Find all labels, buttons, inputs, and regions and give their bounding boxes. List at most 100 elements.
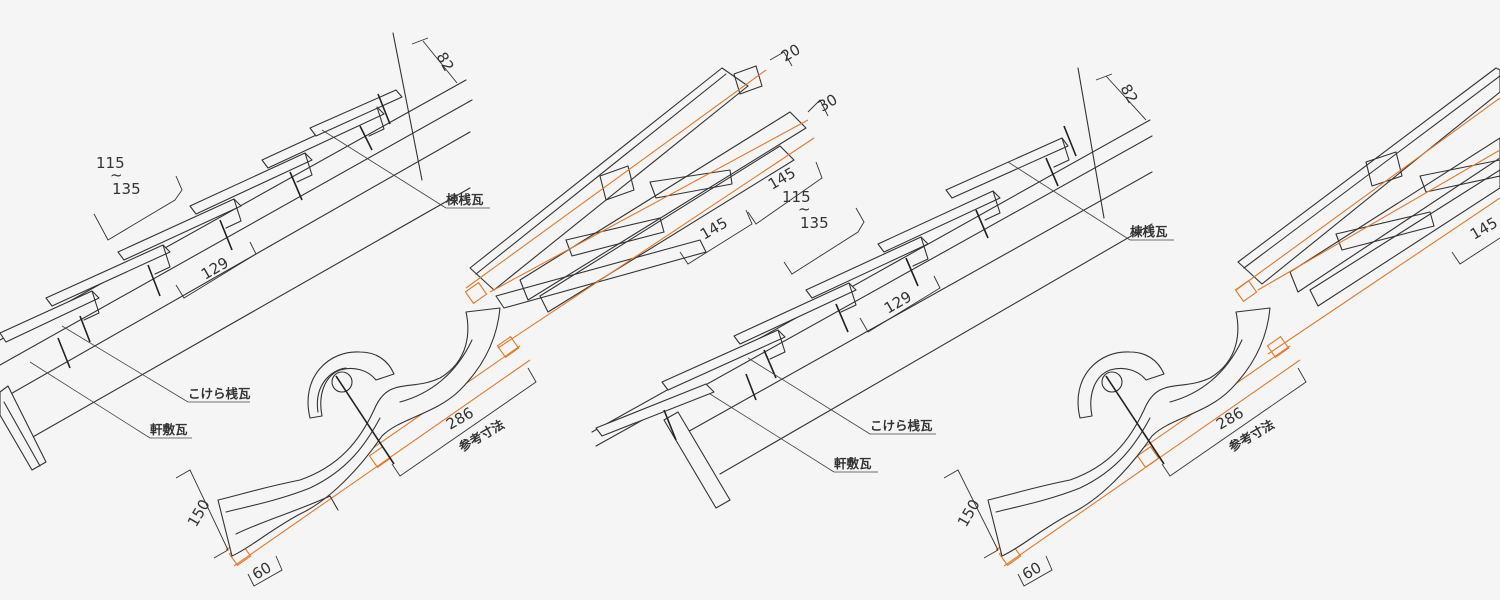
orange-batten — [1266, 335, 1290, 359]
left-tile-courses — [0, 89, 403, 343]
tile-course — [45, 244, 171, 307]
spacing-tilde-text: ~ — [110, 166, 123, 184]
tile-lug — [912, 236, 929, 267]
dim-145a-text: 145 — [697, 214, 731, 244]
upper-tile-wave — [539, 145, 795, 313]
far-right-section: 145 286 参考寸法 150 60 — [943, 67, 1500, 587]
tile-lug — [1365, 151, 1403, 187]
s-tile-inner-curve — [225, 417, 381, 513]
far-right-cap-tile — [1077, 351, 1165, 465]
cap-washer — [331, 371, 353, 393]
orange-batten — [464, 281, 488, 305]
dim-82-text: 82 — [433, 49, 458, 75]
left-rafter-lower — [23, 187, 471, 443]
mid-tile — [565, 217, 665, 257]
tile-lug — [83, 290, 100, 321]
upper-tile-wave — [1309, 169, 1500, 307]
s-tile-inner-curve — [995, 417, 1151, 513]
spacing-bottom-text: 135 — [112, 180, 141, 198]
tile-lug — [599, 165, 635, 201]
center-section: 20 30 145 145 286 参考寸法 150 60 — [175, 40, 841, 587]
tile-lug — [769, 329, 786, 360]
upper-tile-wave — [519, 111, 807, 301]
s-tile-inner-curve — [399, 339, 473, 403]
left-fascia-board — [0, 385, 47, 471]
orange-line — [1235, 97, 1500, 291]
dim-286-text: 286 — [1213, 404, 1247, 434]
tile-lug — [733, 65, 763, 95]
spacing-bottom-text: 135 — [800, 214, 829, 232]
spacing-top-text: 115 — [782, 188, 811, 206]
upper-tile-wave — [1289, 137, 1500, 293]
cap-tile-outer — [1077, 351, 1165, 419]
cap-tile-outer — [307, 351, 395, 419]
dim-60-text: 60 — [1019, 558, 1045, 583]
right-fascia-board — [663, 411, 731, 509]
orange-line — [465, 69, 767, 289]
spacing-tilde-text: ~ — [798, 200, 811, 218]
tile-lug — [984, 190, 1001, 221]
right-rafter-lower — [719, 223, 1153, 475]
verge-tile-label: こけら桟瓦 — [188, 386, 251, 401]
right-dim-129: 129 — [859, 275, 941, 333]
cap-washer — [1101, 371, 1123, 393]
tile-lug — [225, 198, 242, 229]
orange-line — [1257, 149, 1500, 291]
right-screws — [663, 125, 1077, 441]
ridge-plumb-line — [392, 32, 423, 181]
dim-20-text: 20 — [778, 40, 804, 65]
dim-82-text: 82 — [1117, 81, 1142, 107]
center-orange-lines — [225, 69, 815, 567]
dim-30-text: 30 — [815, 90, 841, 115]
s-tile-body — [987, 307, 1271, 557]
left-sheathing-bottom — [0, 99, 473, 366]
left-screws — [57, 93, 391, 369]
tile-lug — [296, 152, 313, 183]
cap-tile-inner — [316, 367, 347, 413]
ridge-plumb-line — [1077, 67, 1105, 219]
tile-course — [733, 282, 857, 345]
dim-60-text: 60 — [249, 558, 275, 583]
tile-course — [945, 137, 1069, 199]
dim-286-text: 286 — [443, 404, 477, 434]
right-tile-courses — [595, 137, 1070, 437]
tile-course — [189, 152, 313, 215]
tile-course — [595, 383, 715, 437]
eave-tile-leader — [709, 393, 835, 473]
verge-tile-label: こけら桟瓦 — [870, 418, 933, 433]
dim-129-text: 129 — [881, 288, 915, 318]
tile-course — [877, 190, 1001, 253]
ridge-tile-label: 棟桟瓦 — [1130, 224, 1168, 239]
far-right-upper-tiles — [1237, 67, 1500, 307]
eave-tile-label: 軒敷瓦 — [150, 422, 188, 437]
tile-lug — [154, 244, 171, 275]
ridge-tile-body — [309, 89, 403, 137]
orange-batten — [1234, 279, 1258, 303]
orange-line — [1267, 197, 1500, 355]
left-rafter-line — [0, 131, 471, 401]
dim-150-text: 150 — [184, 496, 214, 530]
ridge-tile-leader — [1007, 161, 1131, 241]
tile-course — [0, 290, 100, 343]
center-s-tile — [217, 307, 501, 557]
orange-batten — [496, 335, 520, 359]
s-tile-lower-edge — [235, 495, 339, 535]
s-tile-body — [217, 307, 501, 557]
upper-tile-edge — [475, 73, 727, 275]
tile-course — [117, 198, 242, 261]
ridge-tile-leader — [321, 129, 447, 209]
s-tile-inner-curve — [1169, 339, 1243, 403]
tile-lug — [840, 282, 857, 313]
cap-screw — [1105, 375, 1165, 465]
mid-tile — [649, 169, 733, 199]
right-rafter-line — [683, 171, 1153, 435]
tile-course — [805, 236, 929, 299]
tile-lug — [368, 106, 385, 137]
tile-lug — [1053, 137, 1070, 168]
orange-line — [489, 119, 809, 293]
left-fascia-edge — [3, 401, 41, 467]
verge-tile-leader — [747, 357, 871, 435]
orange-line — [233, 359, 531, 567]
spacing-top-text: 115 — [96, 154, 125, 172]
